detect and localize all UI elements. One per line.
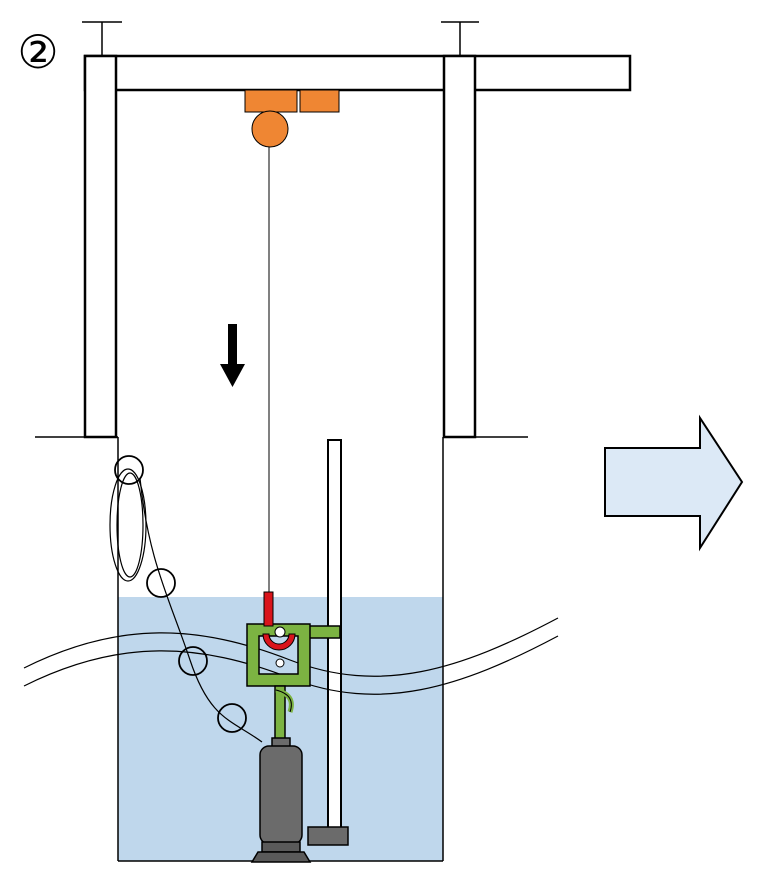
guide-pipe-base [307,826,349,846]
guide-frame [246,623,341,741]
gantry-frame [83,54,632,439]
arrow-down-icon [220,324,245,387]
cable-float [114,455,247,733]
power-cable [109,468,263,743]
step-number-label: ② [17,25,59,79]
arrow-right-icon [604,414,744,552]
gantry-anchor-bolts [82,21,479,56]
submersible-pump-icon [250,737,312,863]
electric-hoist-icon [244,89,340,148]
lifting-hook [262,591,296,668]
